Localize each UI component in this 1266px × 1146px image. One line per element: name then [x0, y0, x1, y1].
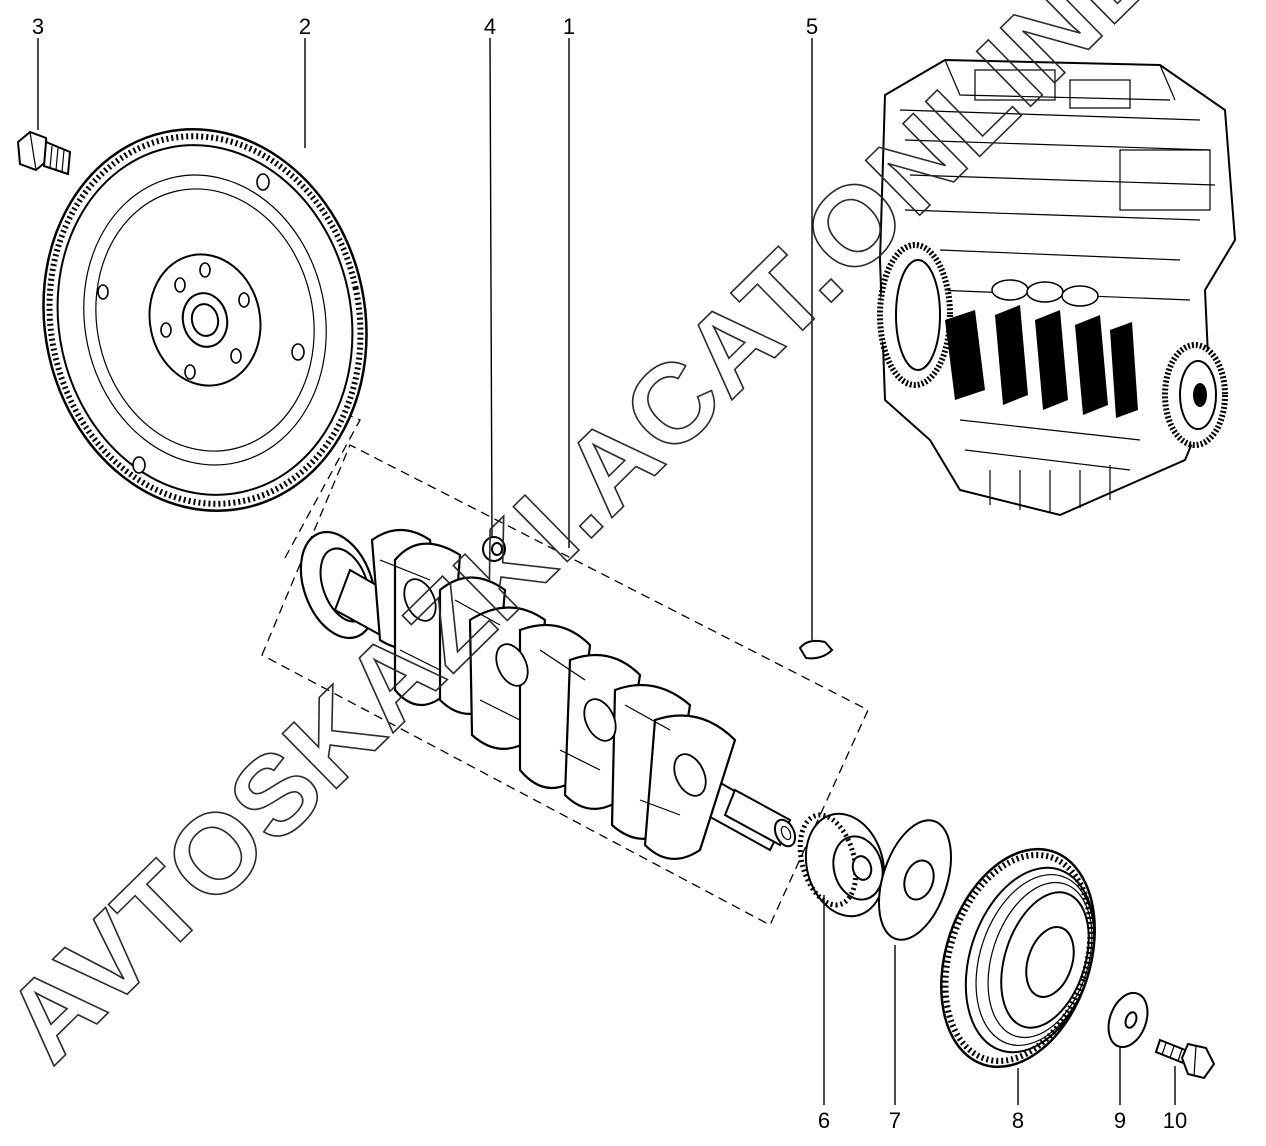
crank-pulley-part-8 [940, 847, 1096, 1069]
callout-4: 4 [484, 14, 496, 39]
timing-sprocket-part-6 [797, 812, 886, 918]
engine-overview-image [877, 58, 1237, 517]
callout-10: 10 [1163, 1108, 1187, 1133]
callout-labels: 3 2 4 1 5 6 7 8 9 10 [32, 14, 1187, 1133]
callout-6: 6 [818, 1108, 830, 1133]
pulley-bolt-part-10 [1154, 1038, 1216, 1080]
callout-7: 7 [889, 1108, 901, 1133]
callout-8: 8 [1012, 1108, 1024, 1133]
callout-9: 9 [1114, 1108, 1126, 1133]
leader-lines [37, 37, 1176, 1105]
callout-2: 2 [299, 14, 311, 39]
callout-5: 5 [806, 14, 818, 39]
thrust-washer-part-7 [878, 819, 952, 941]
callout-1: 1 [563, 14, 575, 39]
woodruff-key-part-5 [798, 639, 834, 660]
bushing-part-4 [482, 536, 506, 562]
pulley-washer-part-9 [1107, 991, 1149, 1049]
flywheel-part-2 [42, 128, 368, 512]
bolt-part-3 [16, 130, 72, 176]
callout-3: 3 [32, 14, 44, 39]
crankshaft-part-1 [299, 529, 797, 860]
